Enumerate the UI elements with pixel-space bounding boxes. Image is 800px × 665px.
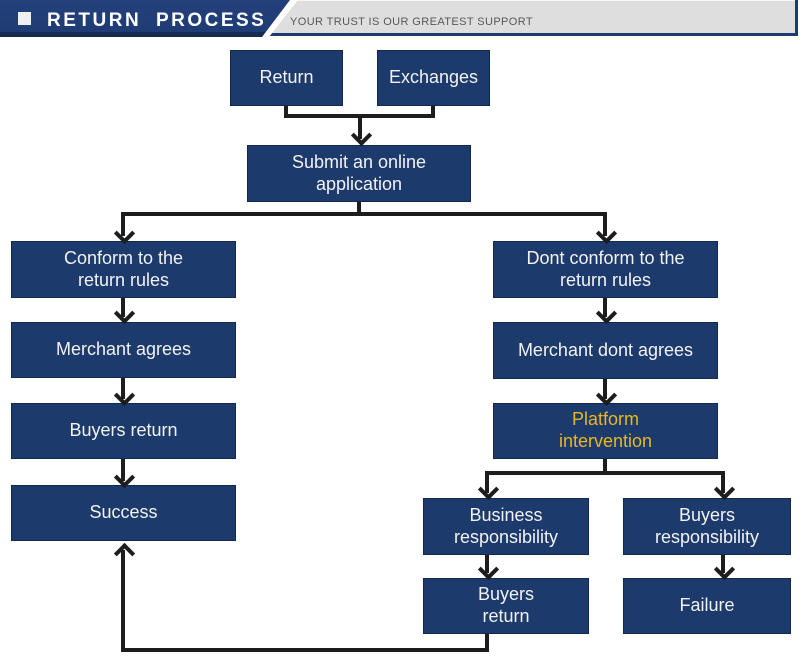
node-merchant-agrees: Merchant agrees	[11, 322, 236, 378]
arrowhead-to-failure	[713, 558, 736, 581]
square-bullet-icon	[18, 12, 31, 25]
connector-merchantdont-platform	[603, 379, 607, 399]
node-business-responsibility: Business responsibility	[423, 498, 589, 555]
connector-dontconform-merchantdont	[603, 298, 607, 317]
connector-conform-merchant	[121, 298, 125, 317]
node-failure: Failure	[623, 578, 791, 634]
node-return: Return	[230, 50, 343, 106]
connector-platform-stub	[603, 459, 607, 475]
connector-exchanges-stub	[431, 106, 435, 118]
connector-loop-up	[121, 550, 125, 652]
connector-to-conform	[121, 212, 125, 236]
arrowhead-to-merchant-agrees	[113, 302, 136, 325]
node-submit-application: Submit an online application	[247, 145, 471, 202]
connector-buyersresp-failure	[721, 555, 725, 573]
connector-return-stub	[284, 106, 288, 118]
node-merchant-dont-agrees: Merchant dont agrees	[493, 322, 718, 379]
connector-branch-bar	[121, 212, 607, 216]
node-success: Success	[11, 485, 236, 541]
node-buyers-responsibility: Buyers responsibility	[623, 498, 791, 555]
connector-submit-stub	[357, 202, 361, 216]
node-buyers-return-left: Buyers return	[11, 403, 236, 459]
node-dont-conform-rules: Dont conform to the return rules	[493, 241, 718, 298]
arrowhead-to-merchant-dont-agrees	[595, 302, 618, 325]
page-title: RETURN PROCESS	[47, 10, 267, 31]
node-buyers-return-bottom: Buyers return	[423, 578, 589, 634]
node-conform-rules: Conform to the return rules	[11, 241, 236, 298]
node-exchanges: Exchanges	[377, 50, 490, 106]
arrowhead-loop-to-success	[113, 542, 136, 565]
connector-loop-bottom	[121, 648, 489, 652]
arrowhead-to-buyers-resp	[713, 478, 736, 501]
connector-platform-branch-bar	[485, 471, 725, 475]
arrowhead-to-submit	[350, 124, 373, 147]
connector-to-submit	[358, 114, 362, 139]
header-tagline: YOUR TRUST IS OUR GREATEST SUPPORT	[290, 16, 534, 28]
connector-to-business-resp	[485, 471, 489, 493]
node-platform-intervention: Platform intervention	[493, 403, 718, 459]
connector-bizresp-buyersreturn	[485, 555, 489, 573]
connector-to-buyers-resp	[721, 471, 725, 493]
connector-to-dont-conform	[603, 212, 607, 236]
connector-buyersreturn-success	[121, 459, 125, 481]
header-banner	[0, 0, 290, 37]
connector-loop-down	[485, 634, 489, 652]
connector-merchant-buyersreturn	[121, 378, 125, 399]
arrowhead-to-business-resp	[477, 478, 500, 501]
arrowhead-to-buyers-return-bottom	[477, 558, 500, 581]
